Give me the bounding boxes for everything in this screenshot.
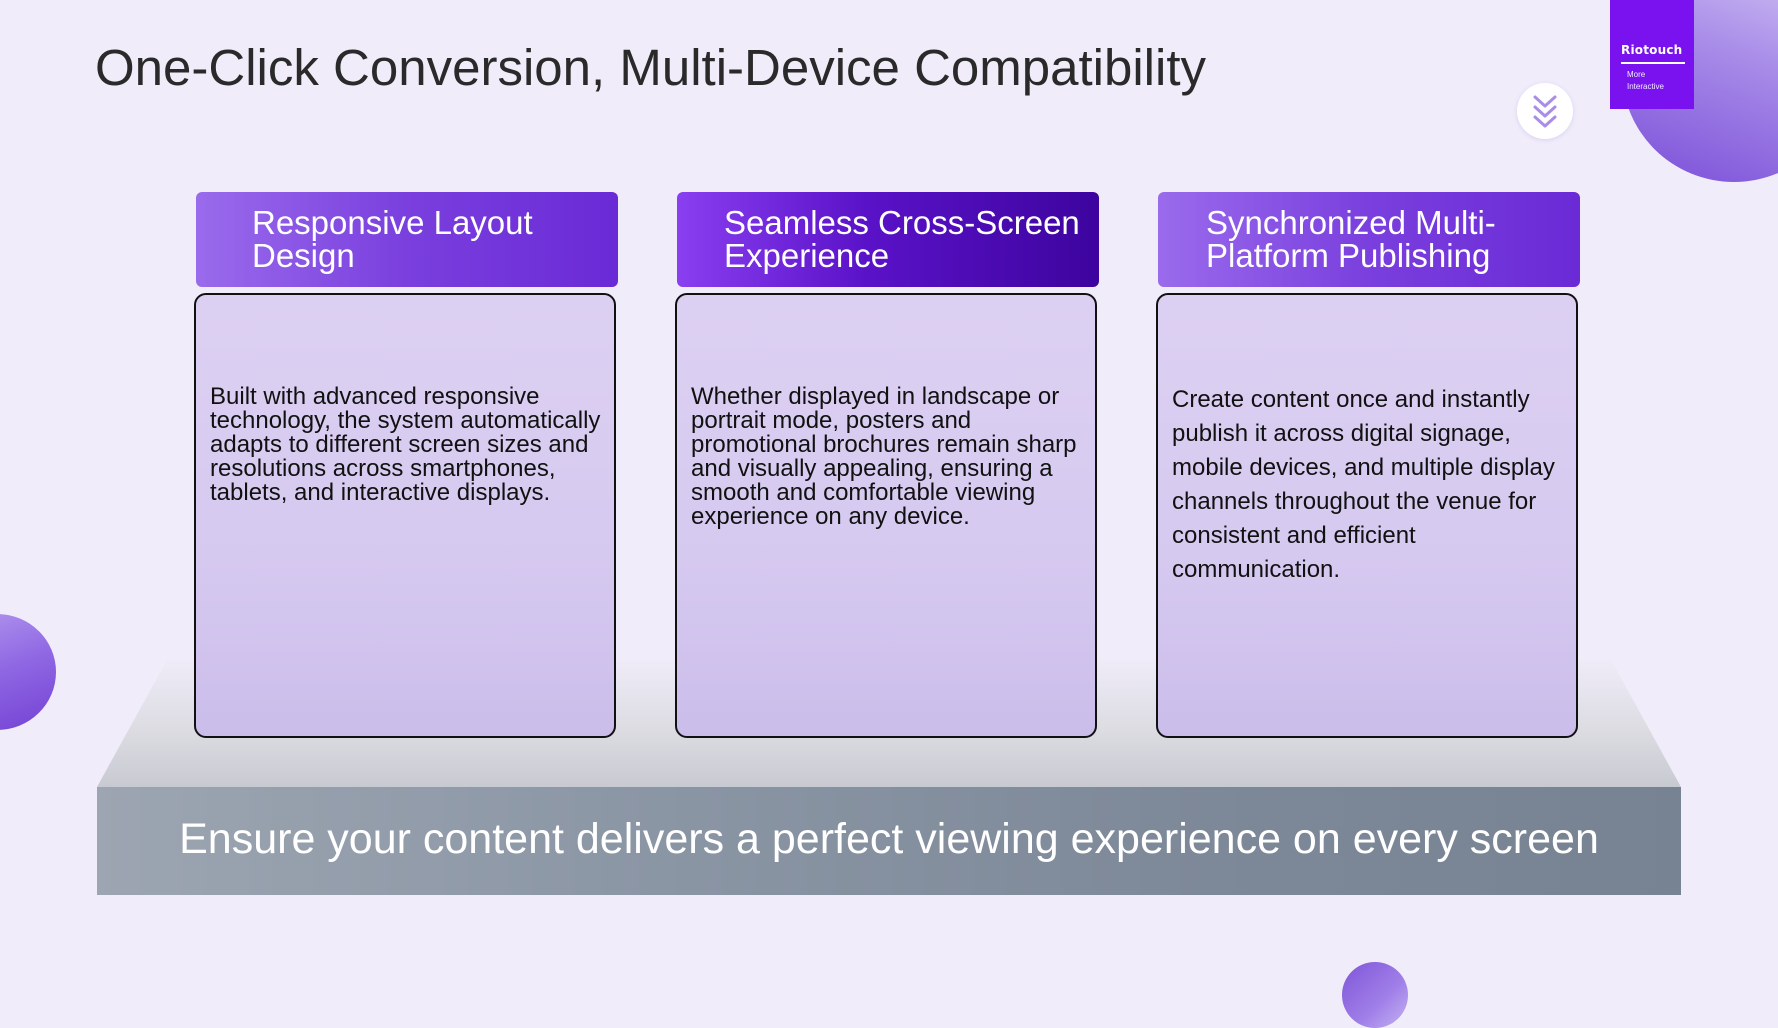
page-title: One-Click Conversion, Multi-Device Compa… xyxy=(95,39,1206,96)
chevron-double-down-icon xyxy=(1533,95,1557,128)
scroll-down-button[interactable] xyxy=(1517,83,1573,139)
logo-name: Riotouch xyxy=(1621,43,1683,57)
column-header-multi-platform: Synchronized Multi-Platform Publishing xyxy=(1158,192,1580,287)
brand-logo: Riotouch More Interactive xyxy=(1610,0,1694,109)
column-card-responsive-layout: Built with advanced responsive technolog… xyxy=(194,293,616,738)
logo-tagline: More Interactive xyxy=(1627,70,1664,91)
column-body: Built with advanced responsive technolog… xyxy=(210,383,601,506)
banner-text: Ensure your content delivers a perfect v… xyxy=(179,814,1599,863)
logo-divider xyxy=(1621,62,1685,64)
decorative-circle-left xyxy=(0,614,56,730)
column-heading: Synchronized Multi-Platform Publishing xyxy=(1206,204,1496,274)
column-body: Create content once and instantly publis… xyxy=(1172,386,1555,583)
column-heading: Responsive Layout Design xyxy=(252,204,533,274)
column-card-cross-screen: Whether displayed in landscape or portra… xyxy=(675,293,1097,738)
stage-banner: Ensure your content delivers a perfect v… xyxy=(97,787,1681,895)
column-header-responsive-layout: Responsive Layout Design xyxy=(196,192,618,287)
decorative-circle-bottom xyxy=(1342,962,1408,1028)
column-body: Whether displayed in landscape or portra… xyxy=(691,383,1077,530)
column-heading: Seamless Cross-Screen Experience xyxy=(724,204,1080,274)
column-header-cross-screen: Seamless Cross-Screen Experience xyxy=(677,192,1099,287)
column-card-multi-platform: Create content once and instantly publis… xyxy=(1156,293,1578,738)
